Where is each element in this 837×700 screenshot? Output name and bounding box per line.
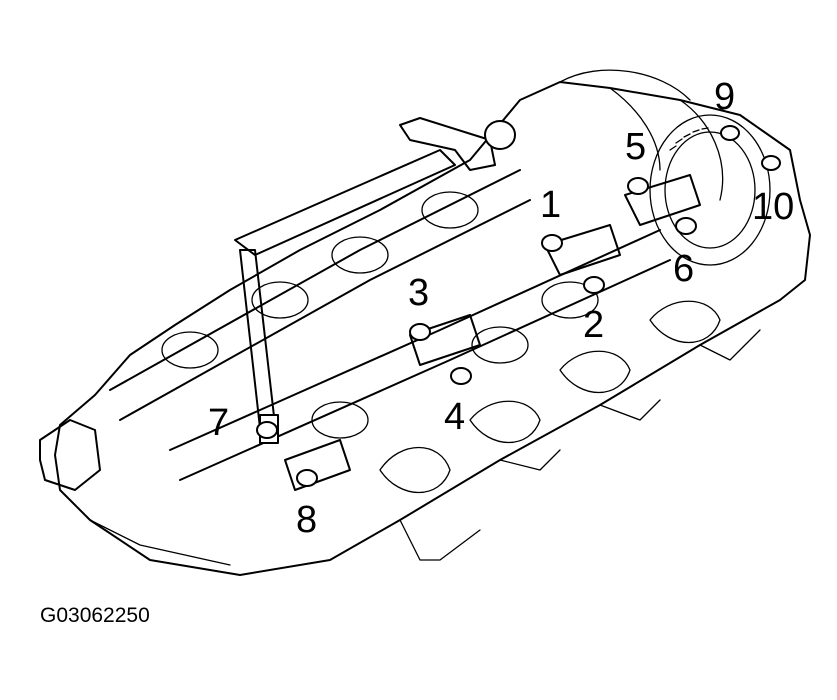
callout-6: 6 — [673, 248, 695, 290]
cam-lobes — [161, 191, 599, 439]
timing-housing — [559, 69, 724, 201]
lower-contour — [89, 329, 761, 566]
bolt-9 — [720, 125, 740, 141]
bolt-3 — [409, 323, 431, 341]
callout-5: 5 — [625, 126, 647, 168]
sst-tool-hook — [399, 117, 496, 171]
cylinder-head-outline — [54, 81, 811, 576]
callout-2: 2 — [583, 304, 605, 346]
bolt-5 — [627, 177, 649, 195]
cam-sprocket — [649, 114, 771, 266]
sst-tool-rod — [239, 249, 276, 429]
bolt-1 — [541, 234, 563, 252]
bolt-6 — [675, 217, 697, 235]
callout-7: 7 — [208, 402, 230, 444]
figure-id: G03062250 — [40, 604, 150, 627]
bolt-2 — [583, 276, 605, 294]
bolt-10 — [761, 155, 781, 171]
camshaft-end-plug — [39, 419, 101, 491]
callout-3: 3 — [408, 272, 430, 314]
bolt-4 — [450, 367, 472, 385]
camshaft-rear — [109, 169, 531, 421]
bearing-caps — [284, 174, 701, 491]
port-openings — [379, 300, 721, 493]
bolt-8 — [296, 469, 318, 487]
callout-1: 1 — [540, 184, 562, 226]
camshaft-front — [169, 229, 671, 481]
callout-4: 4 — [444, 396, 466, 438]
callout-10: 10 — [752, 186, 795, 228]
sst-tool-knob — [484, 120, 516, 150]
callout-8: 8 — [296, 499, 318, 541]
callout-9: 9 — [714, 76, 736, 118]
bolt-7 — [256, 421, 278, 439]
